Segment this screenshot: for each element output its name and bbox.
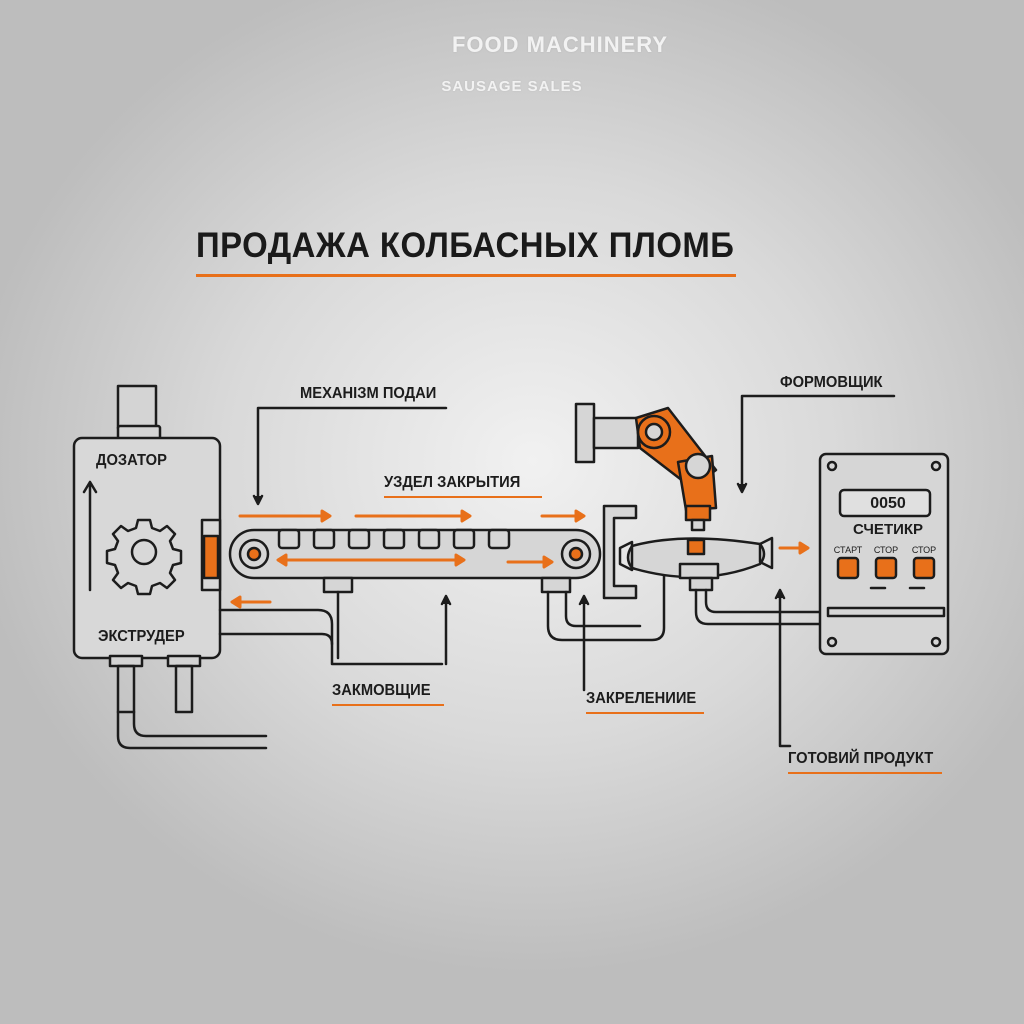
outlet-nozzle <box>202 534 220 580</box>
label-finished-product: ГОТОВИЙ ПРОДУКТ <box>788 750 934 767</box>
counter-caption: СЧЕТИКР <box>852 521 924 538</box>
flow-arrows <box>230 509 810 609</box>
title-underline <box>196 274 736 277</box>
stop-button-2-label: СТОР <box>911 545 937 555</box>
clippers-underline <box>332 704 444 706</box>
closing-unit-underline <box>384 496 542 498</box>
page-title: ПРОДАЖА КОЛБАСНЫХ ПЛОМБ <box>196 226 735 265</box>
closing-bracket <box>602 504 638 600</box>
label-clippers: ЗАКМОВЩИЕ <box>332 682 431 699</box>
start-button[interactable] <box>836 556 860 580</box>
label-dispenser: ДОЗАТОР <box>96 452 167 469</box>
sausage-product <box>618 536 822 626</box>
start-button-label: СТАРТ <box>833 545 863 555</box>
leader-lines <box>252 394 896 748</box>
fixing-underline <box>586 712 704 714</box>
counter-panel <box>818 452 950 656</box>
finished-product-underline <box>788 772 942 774</box>
label-closing-unit: УЗДЕЛ ЗАКРЫТИЯ <box>384 474 521 491</box>
counter-display: 0050 <box>870 495 906 512</box>
brand-name: FOOD MACHINERY <box>451 32 669 57</box>
label-fixing: ЗАКРЕЛЕНИИЕ <box>586 690 697 707</box>
conveyor-belt <box>218 528 666 666</box>
label-extruder: ЭКСТРУДЕР <box>98 628 185 645</box>
gear-icon <box>105 518 183 596</box>
stop-button-1[interactable] <box>874 556 898 580</box>
label-former: ФОРМОВЩИК <box>780 374 883 391</box>
label-feed-mechanism: МЕХАНІЗМ ПОДАИ <box>300 385 437 402</box>
stop-button-2[interactable] <box>912 556 936 580</box>
forming-robot <box>574 402 718 532</box>
brand-subtitle: SAUSAGE SALES <box>441 78 583 95</box>
stop-button-1-label: СТОР <box>873 545 899 555</box>
